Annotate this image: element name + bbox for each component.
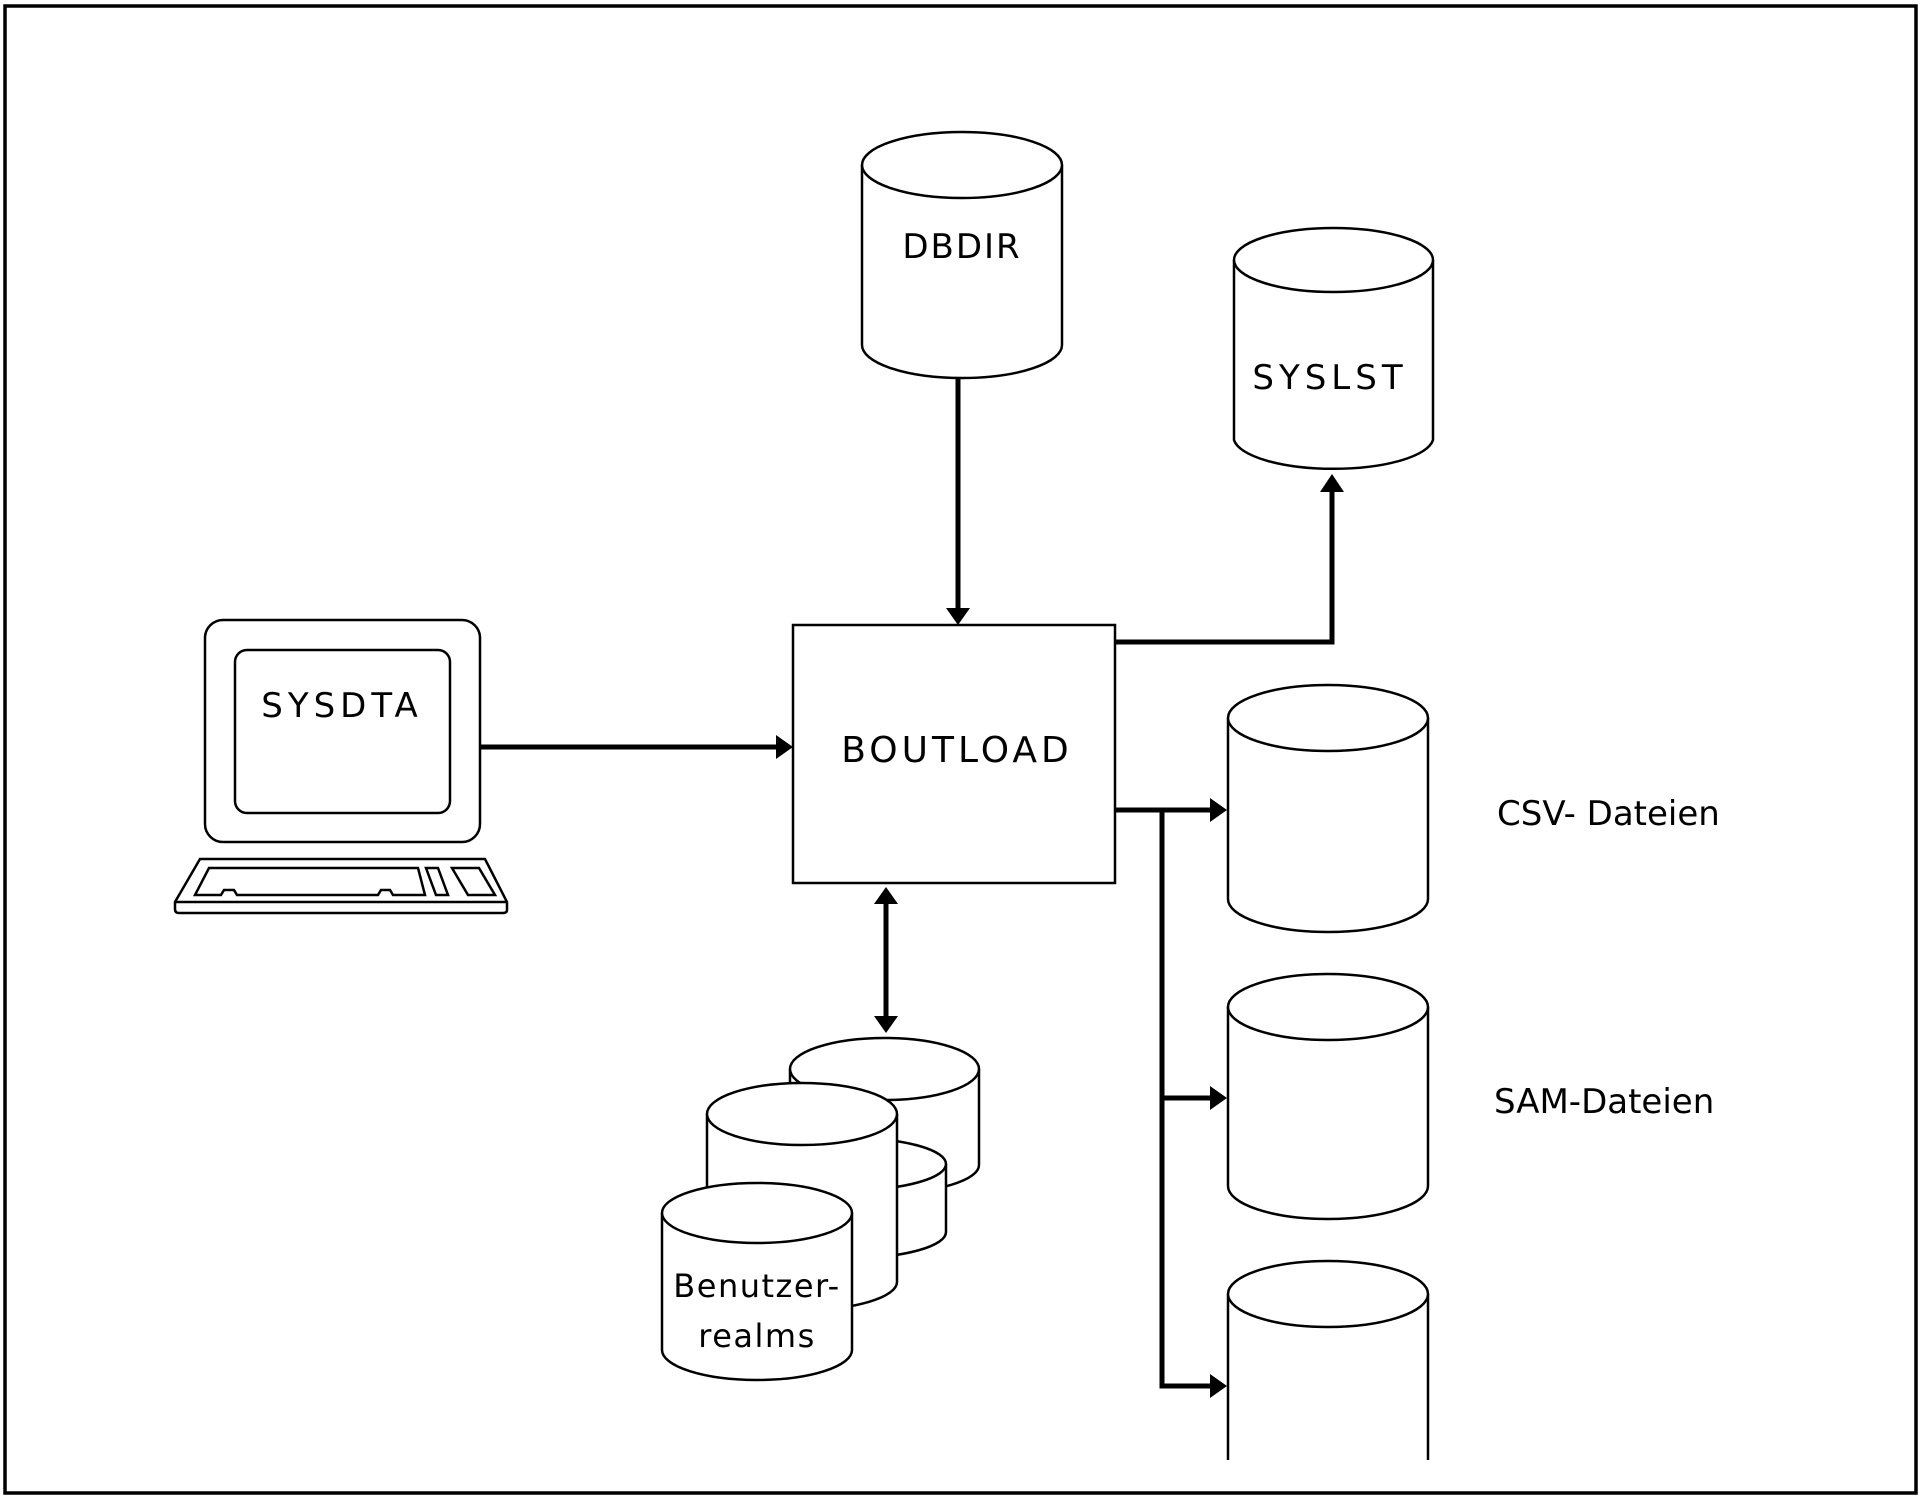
dbdir-label: DBDIR xyxy=(902,227,1021,267)
arrow-head-right xyxy=(1210,1086,1227,1110)
csv-label: CSV- Dateien xyxy=(1497,794,1720,834)
user-realms-stack: Benutzer- realms xyxy=(660,1036,981,1382)
arrow-head-right xyxy=(1210,798,1227,822)
edge-dbdir-boutload xyxy=(946,378,970,625)
syslst-cylinder: SYSLST xyxy=(1232,226,1435,471)
keyboard-icon xyxy=(173,857,509,915)
sysdta-terminal: SYSDTA xyxy=(173,618,509,915)
user-realms-label-line1: Benutzer- xyxy=(673,1267,840,1305)
arrow-head-up xyxy=(1320,474,1344,492)
csv-cylinder xyxy=(1226,683,1430,934)
monitor-screen xyxy=(233,648,452,815)
sam-label: SAM-Dateien xyxy=(1494,1082,1714,1122)
dbdir-cylinder: DBDIR xyxy=(860,130,1064,380)
sam-cylinder xyxy=(1226,972,1430,1221)
arrow-head-down xyxy=(874,1016,898,1033)
edge-boutload-outputs xyxy=(1115,798,1227,1398)
outer-frame xyxy=(3,4,1918,1495)
arrow-head-right xyxy=(1210,1374,1227,1398)
edge-sysdta-boutload xyxy=(480,735,793,759)
arrow-head-up xyxy=(874,887,898,904)
edge-boutload-user-realms xyxy=(874,887,898,1033)
third-output-cylinder xyxy=(1226,1259,1430,1460)
boutload-label: BOUTLOAD xyxy=(841,730,1073,771)
arrow-head-down xyxy=(946,608,970,625)
user-realms-label-line2: realms xyxy=(698,1317,815,1355)
sysdta-label: SYSDTA xyxy=(261,686,423,726)
arrow-head-right xyxy=(776,735,793,759)
boutload-box: BOUTLOAD xyxy=(791,623,1117,885)
edge-boutload-syslst xyxy=(1115,474,1344,645)
syslst-label: SYSLST xyxy=(1252,358,1407,398)
